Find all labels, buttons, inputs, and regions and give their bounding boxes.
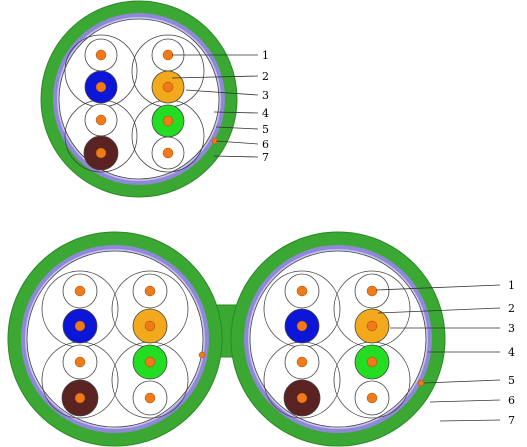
- callout-4: 4: [262, 107, 269, 120]
- cable-core-right: [249, 250, 427, 428]
- callout-3: 3: [508, 322, 515, 335]
- conductor: [296, 392, 308, 404]
- conductor: [74, 285, 86, 297]
- cable-core: [58, 18, 220, 180]
- cable-core-left: [26, 250, 204, 428]
- callout-6: 6: [262, 138, 269, 151]
- conductor: [366, 285, 378, 297]
- conductor: [296, 356, 308, 368]
- callout-5: 5: [508, 374, 515, 387]
- conductor: [366, 356, 378, 368]
- callout-3: 3: [262, 89, 269, 102]
- dual-cable-cross-section: 1 2 3 4 5 6 7: [7, 231, 515, 447]
- callout-1: 1: [262, 49, 269, 62]
- conductor: [144, 356, 156, 368]
- conductor: [144, 320, 156, 332]
- conductor: [74, 392, 86, 404]
- callout-7: 7: [508, 414, 515, 427]
- callout-1: 1: [508, 279, 515, 292]
- conductor: [366, 392, 378, 404]
- conductor: [95, 81, 107, 93]
- callout-2: 2: [508, 302, 515, 315]
- conductor: [95, 147, 107, 159]
- conductor: [74, 320, 86, 332]
- single-cable-cross-section: 1 2 3 4 5 6 7: [40, 0, 269, 198]
- conductor: [162, 147, 174, 159]
- callout-leaders: [171, 54, 259, 158]
- conductor: [296, 320, 308, 332]
- conductor: [296, 285, 308, 297]
- callout-4: 4: [508, 346, 515, 359]
- callout-5: 5: [262, 123, 269, 136]
- callout-6: 6: [508, 394, 515, 407]
- conductor: [95, 49, 107, 61]
- conductor: [162, 49, 174, 61]
- conductor: [95, 114, 107, 126]
- drain-wire-left: [198, 351, 206, 359]
- conductor: [366, 320, 378, 332]
- drain-wire-right: [417, 379, 425, 387]
- callout-2: 2: [262, 70, 269, 83]
- conductor: [144, 285, 156, 297]
- conductor: [74, 356, 86, 368]
- conductor: [162, 81, 174, 93]
- callout-leaders-bottom: [375, 284, 501, 422]
- conductor: [162, 115, 174, 127]
- callout-7: 7: [262, 151, 269, 164]
- conductor: [144, 392, 156, 404]
